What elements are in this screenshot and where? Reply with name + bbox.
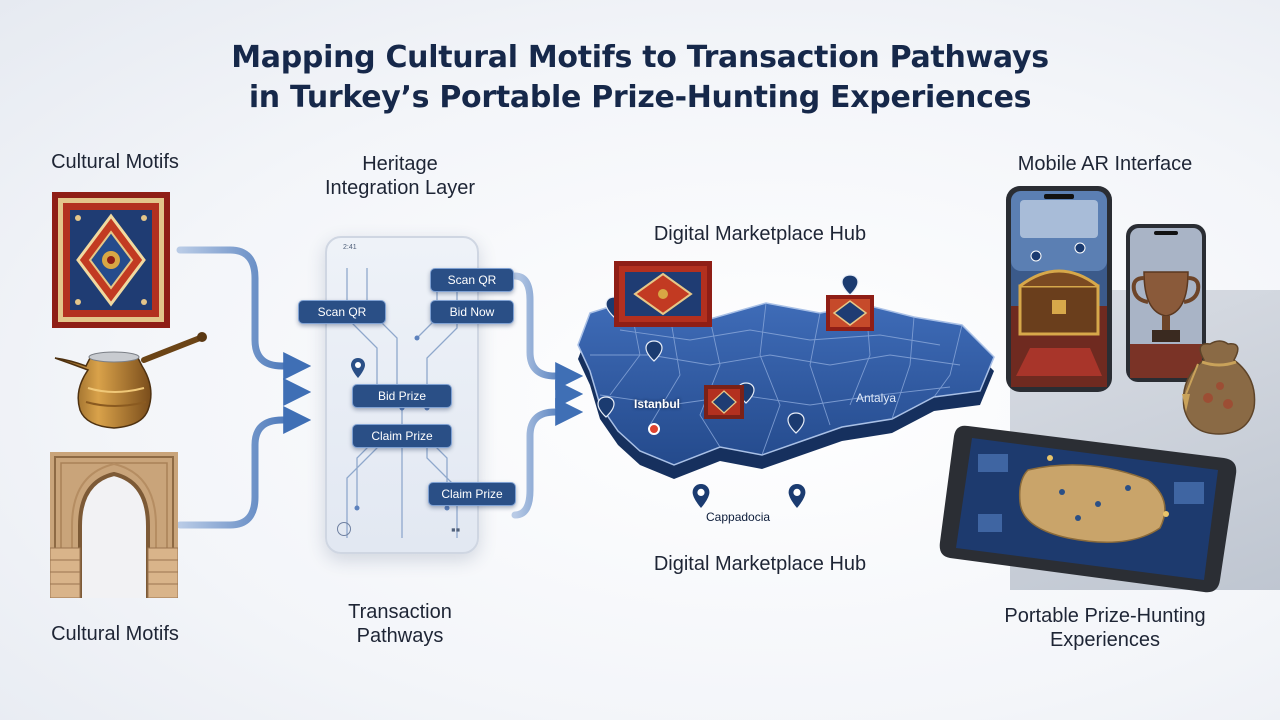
- transaction-label-line1: Transaction: [348, 601, 452, 623]
- carpet-motif-icon: [52, 192, 170, 328]
- cappadocia-pin-left-icon: [692, 484, 710, 508]
- location-pin-icon: [351, 358, 365, 378]
- cultural-motifs-top-label: Cultural Motifs: [51, 151, 179, 173]
- title-line-2: in Turkey’s Portable Prize-Hunting Exper…: [248, 80, 1032, 115]
- city-label-cappadocia: Cappadocia: [706, 510, 771, 524]
- transaction-pathways-label: Transaction Pathways: [300, 600, 500, 648]
- heritage-label-line2: Integration Layer: [324, 177, 476, 199]
- title-line-1: Mapping Cultural Motifs to Transaction P…: [231, 40, 1049, 75]
- flow-arch-to-layer: [176, 406, 312, 529]
- map-carpet-left: [614, 261, 712, 327]
- map-carpet-center: [704, 385, 744, 419]
- flow-layer-to-map-lower: [511, 398, 584, 519]
- rugged-tablet: [939, 425, 1237, 593]
- marketplace-hub-bottom-label: Digital Marketplace Hub: [653, 553, 867, 575]
- ar-phone-trophy: [1126, 224, 1206, 382]
- turkey-map: [577, 261, 995, 479]
- scan-qr-right-button[interactable]: Scan QR: [430, 268, 514, 292]
- map-carpet-right: [826, 295, 874, 331]
- portable-label-line2: Experiences: [1049, 629, 1161, 651]
- cappadocia-pin-right-icon: [788, 484, 806, 508]
- claim-prize-lower-button[interactable]: Claim Prize: [428, 482, 516, 506]
- phone-home-icon[interactable]: [337, 522, 351, 536]
- flow-layer-to-map-upper: [511, 272, 584, 390]
- silk-pouch-icon: [1182, 340, 1256, 435]
- portable-prize-label: Portable Prize-Hunting Experiences: [960, 604, 1250, 652]
- heritage-label-line1: Heritage: [362, 153, 438, 175]
- phone-status-time: 2:41: [343, 244, 357, 251]
- city-label-istanbul: Istanbul: [634, 397, 681, 411]
- phone-apps-icon[interactable]: ▪▪: [451, 522, 461, 537]
- mobile-ar-label: Mobile AR Interface: [1017, 153, 1193, 175]
- transaction-label-line2: Pathways: [356, 625, 444, 647]
- diagram-title: Mapping Cultural Motifs to Transaction P…: [140, 38, 1140, 118]
- cultural-motifs-bottom-label: Cultural Motifs: [51, 623, 179, 645]
- heritage-layer-label: Heritage Integration Layer: [300, 152, 500, 200]
- coffee-pot-icon: [54, 332, 207, 429]
- bid-prize-button[interactable]: Bid Prize: [352, 384, 452, 408]
- portable-label-line1: Portable Prize-Hunting: [1004, 605, 1206, 627]
- city-label-antalya: Antalya: [856, 391, 897, 405]
- claim-prize-center-button[interactable]: Claim Prize: [352, 424, 452, 448]
- map-location-pins: [597, 274, 859, 434]
- bid-now-button[interactable]: Bid Now: [430, 300, 514, 324]
- ottoman-arch-icon: [50, 452, 178, 598]
- marketplace-hub-top-label: Digital Marketplace Hub: [653, 223, 867, 245]
- scan-qr-left-button[interactable]: Scan QR: [298, 300, 386, 324]
- ar-phone-treasure-chest: [1006, 186, 1112, 392]
